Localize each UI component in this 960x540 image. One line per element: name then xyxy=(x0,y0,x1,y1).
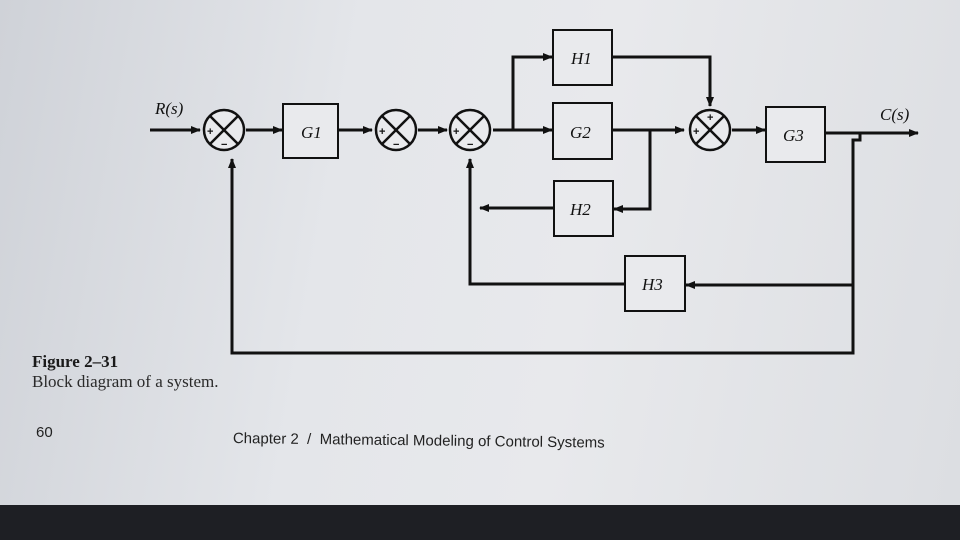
summing-junction-4: + + xyxy=(688,108,732,152)
output-signal-label: C(s) xyxy=(880,105,910,124)
block-g1: G1 xyxy=(282,103,339,159)
sj1-plus: + xyxy=(207,126,213,138)
block-g2: G2 xyxy=(552,102,613,160)
block-g2-label: G2 xyxy=(570,123,591,142)
page-number: 60 xyxy=(36,424,53,441)
block-h1: H1 xyxy=(552,29,613,86)
sj4-plus-top: + xyxy=(707,112,713,124)
summing-junction-2: + − xyxy=(374,108,418,152)
block-g3-label: G3 xyxy=(783,126,804,145)
block-g1-label: G1 xyxy=(301,123,322,142)
textbook-page xyxy=(0,0,960,505)
monitor-bezel xyxy=(0,505,960,540)
unity-feedback-path xyxy=(228,133,862,355)
h1-output-path xyxy=(612,55,714,107)
sj2-minus: − xyxy=(393,139,399,151)
block-h2: H2 xyxy=(553,180,614,237)
h2-input-path xyxy=(613,130,652,213)
block-h3: H3 xyxy=(624,255,686,312)
block-g3: G3 xyxy=(765,106,826,163)
summing-junction-3: + − xyxy=(448,108,492,152)
chapter-label: Chapter 2 xyxy=(232,430,299,448)
figure-caption-text: Block diagram of a system. xyxy=(32,372,219,391)
sj3-minus: − xyxy=(467,139,473,151)
block-h2-label: H2 xyxy=(569,200,591,219)
sj3-plus: + xyxy=(453,126,459,138)
figure-caption-title: Figure 2–31 xyxy=(32,352,119,371)
block-h1-label: H1 xyxy=(570,49,592,68)
summing-junction-1: + − xyxy=(202,108,246,152)
sj1-minus: − xyxy=(221,139,227,151)
book-title: Mathematical Modeling of Control Systems xyxy=(319,431,605,452)
h1-input-path xyxy=(511,53,553,130)
h3-output-path xyxy=(466,158,624,286)
input-signal-label: R(s) xyxy=(154,99,184,118)
block-h3-label: H3 xyxy=(641,275,663,294)
sj4-plus-left: + xyxy=(693,126,699,138)
sj2-plus: + xyxy=(379,126,385,138)
block-diagram: G1 G2 G3 H1 H2 H3 + − + − + − xyxy=(150,29,919,355)
